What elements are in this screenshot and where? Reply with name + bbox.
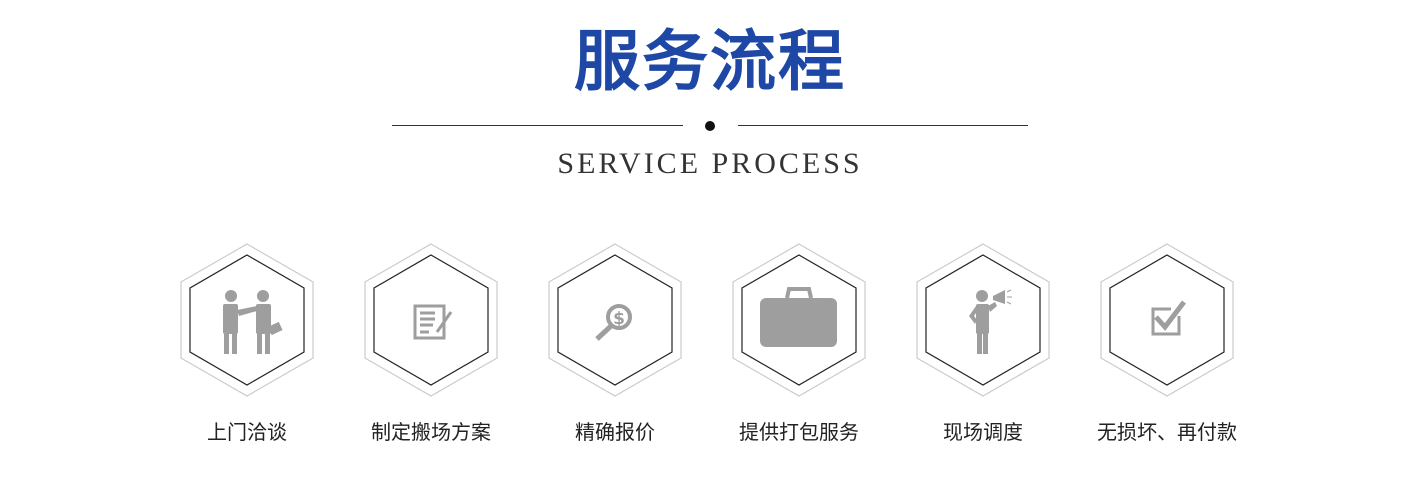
step-meeting: 上门洽谈 (157, 243, 337, 445)
svg-text:$: $ (613, 309, 625, 329)
divider-left (392, 125, 683, 126)
document-pen-icon (364, 243, 498, 397)
step-label: 无损坏、再付款 (1097, 420, 1237, 444)
checkbox-icon (1100, 243, 1234, 397)
step-label: 制定搬场方案 (371, 420, 491, 444)
step-dispatch: 现场调度 (893, 243, 1073, 445)
briefcase-icon (732, 243, 866, 397)
step-payment: 无损坏、再付款 (1077, 243, 1257, 445)
divider-right (738, 125, 1028, 126)
divider-dot (705, 121, 715, 131)
step-packing: 提供打包服务 (709, 243, 889, 445)
step-label: 精确报价 (575, 420, 655, 444)
step-quote: $ 精确报价 (525, 243, 705, 445)
page-subtitle: SERVICE PROCESS (557, 147, 863, 180)
step-label: 提供打包服务 (739, 420, 859, 444)
handshake-icon (180, 243, 314, 397)
step-label: 现场调度 (943, 420, 1023, 444)
step-plan: 制定搬场方案 (341, 243, 521, 445)
step-label: 上门洽谈 (207, 420, 287, 444)
page-title: 服务流程 (574, 23, 846, 100)
dollar-search-icon: $ (548, 243, 682, 397)
megaphone-person-icon (916, 243, 1050, 397)
